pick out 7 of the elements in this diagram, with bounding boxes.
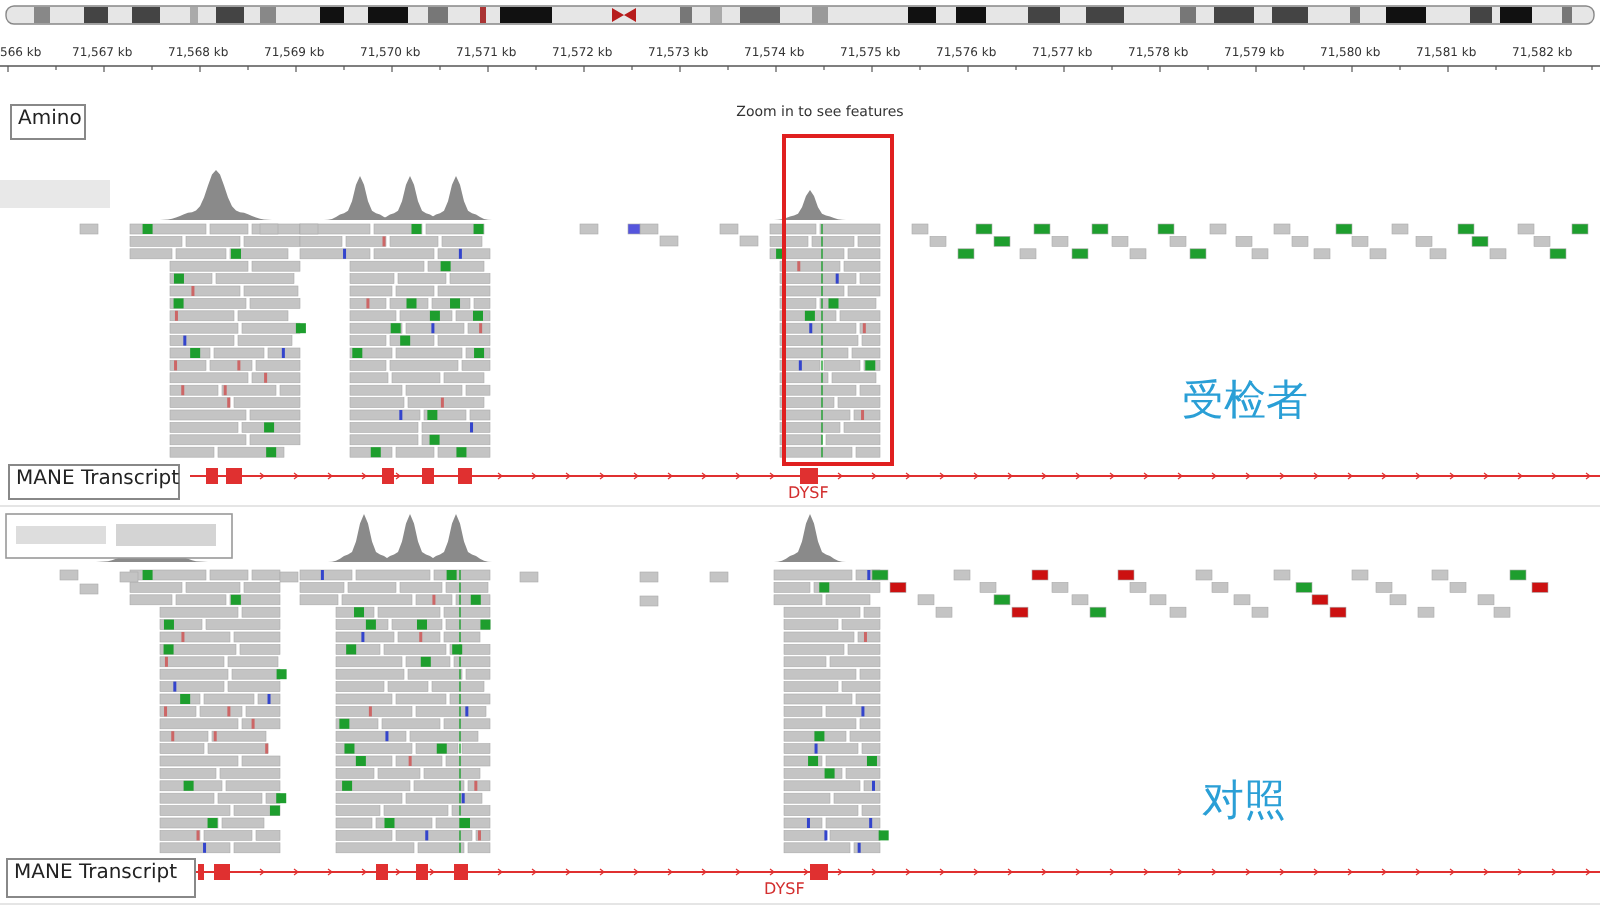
sample-label: 对照 xyxy=(1202,774,1286,828)
gene-label: DYSF xyxy=(764,880,805,898)
sample-label: 受检者 xyxy=(1182,374,1308,428)
track-name-box: Amino xyxy=(10,104,86,140)
track-name-box: MANE Transcript xyxy=(8,464,180,500)
gene-label: DYSF xyxy=(788,484,829,502)
track-name-box: MANE Transcript xyxy=(6,858,196,898)
